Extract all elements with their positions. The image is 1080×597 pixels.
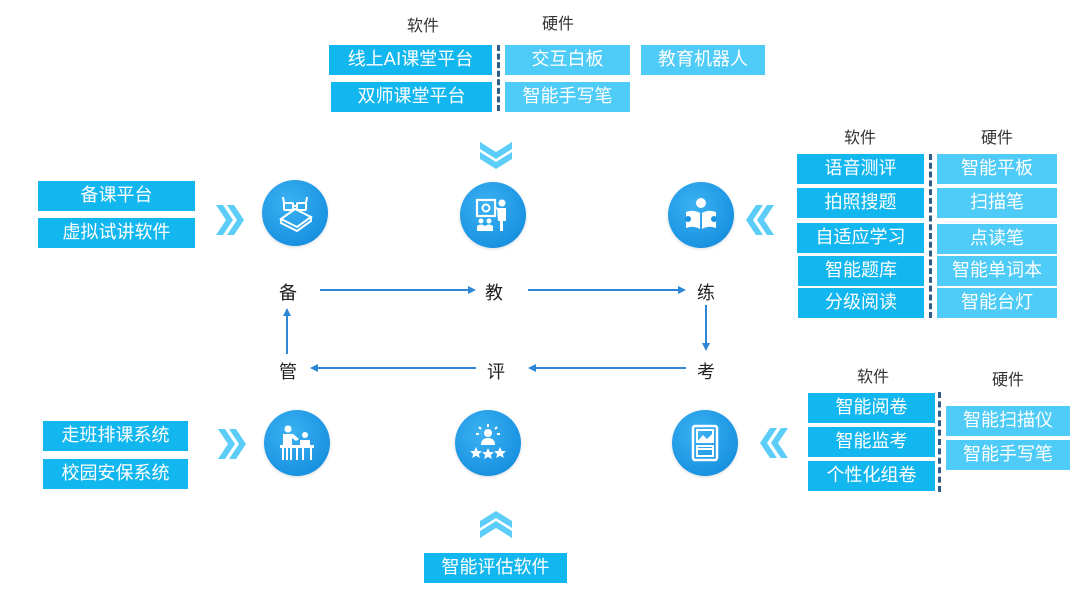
chevron-left-icon: [746, 205, 774, 235]
bei-lesson-prep-platform: 备课平台: [38, 181, 195, 211]
kao-smart-grading: 智能阅卷: [808, 393, 935, 423]
chevron-right-icon: [216, 205, 244, 235]
stage-jiao: 教: [485, 283, 503, 304]
software-dual-teacher-classroom: 双师课堂平台: [331, 82, 492, 112]
kao-personalized-test-assembly: 个性化组卷: [808, 461, 935, 491]
meeting-desk-icon: [280, 425, 314, 460]
node-ping: [455, 410, 521, 476]
software-online-ai-classroom: 线上AI课堂平台: [329, 45, 492, 75]
kao-smart-proctoring: 智能监考: [808, 427, 935, 457]
lian-smart-tablet: 智能平板: [937, 154, 1057, 184]
lian-speech-assessment: 语音测评: [797, 154, 924, 184]
lian-reading-pen: 点读笔: [937, 224, 1057, 254]
stage-kao: 考: [697, 362, 715, 383]
node-lian: [668, 182, 734, 248]
stage-bei: 备: [279, 283, 297, 304]
top-software-header: 软件: [406, 16, 439, 35]
rating-stars-icon: [470, 424, 506, 459]
chevron-up-icon: [480, 511, 512, 538]
lian-software-header: 软件: [843, 128, 876, 147]
kao-smart-scanner: 智能扫描仪: [946, 406, 1070, 436]
node-bei: [262, 180, 328, 246]
stage-guan: 管: [279, 362, 297, 383]
lian-divider: [929, 154, 932, 318]
reading-person-icon: [685, 198, 717, 229]
lian-graded-reading: 分级阅读: [798, 288, 924, 318]
lian-scanning-pen: 扫描笔: [937, 188, 1057, 218]
hardware-smart-pen: 智能手写笔: [505, 82, 630, 112]
guan-campus-security-system: 校园安保系统: [43, 459, 188, 489]
lian-smart-word-book: 智能单词本: [937, 256, 1057, 286]
node-jiao: [460, 182, 526, 248]
kao-software-header: 软件: [856, 367, 889, 386]
lian-adaptive-learning: 自适应学习: [797, 223, 924, 253]
stage-lian: 练: [697, 283, 715, 304]
guan-class-scheduling-system: 走班排课系统: [43, 421, 188, 451]
chevron-down-icon: [480, 142, 512, 169]
teacher-board-icon: [475, 198, 506, 231]
stage-ping: 评: [487, 362, 505, 383]
kao-smart-handwriting-pen: 智能手写笔: [946, 440, 1070, 470]
hardware-education-robot: 教育机器人: [641, 45, 765, 75]
chevron-left-icon: [760, 428, 788, 458]
glasses-books-icon: [279, 196, 313, 233]
kao-hardware-header: 硬件: [991, 370, 1024, 389]
ping-smart-assessment-software: 智能评估软件: [424, 553, 567, 583]
top-hardware-header: 硬件: [541, 14, 574, 33]
lian-hardware-header: 硬件: [980, 128, 1013, 147]
lian-photo-search: 拍照搜题: [797, 188, 924, 218]
chevron-right-icon: [218, 429, 246, 459]
kao-divider: [938, 392, 941, 492]
node-guan: [264, 410, 330, 476]
exam-paper-icon: [691, 424, 719, 462]
node-kao: [672, 410, 738, 476]
top-divider: [497, 45, 500, 111]
bei-virtual-trial-software: 虚拟试讲软件: [38, 218, 195, 248]
lian-smart-question-bank: 智能题库: [798, 256, 924, 286]
hardware-interactive-whiteboard: 交互白板: [505, 45, 630, 75]
lian-smart-desk-lamp: 智能台灯: [937, 288, 1057, 318]
